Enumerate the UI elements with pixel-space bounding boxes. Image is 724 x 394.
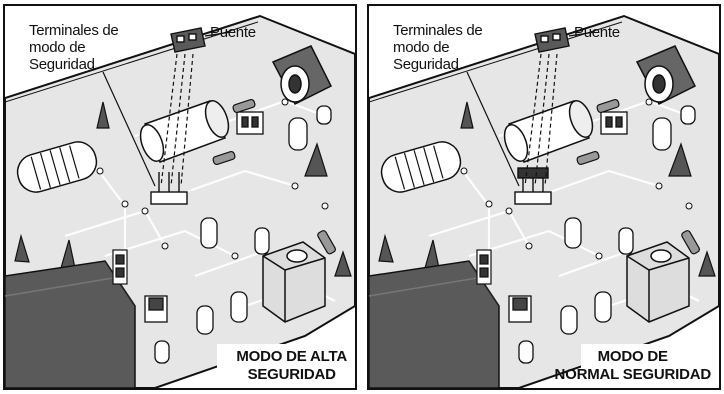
relay xyxy=(5,260,136,388)
guide-lines xyxy=(524,53,558,187)
board-jumper xyxy=(476,249,492,285)
small-capacitors xyxy=(154,105,332,364)
bridge-label: Puente xyxy=(574,24,620,41)
security-terminals xyxy=(514,167,552,205)
mode-label: MODO DE NORMAL SEGURIDAD xyxy=(554,348,711,383)
mode-label-background xyxy=(581,344,719,388)
small-resistors xyxy=(212,98,336,255)
security-terminals xyxy=(150,172,188,205)
security-terminals-label: Terminales de modo de Seguridad xyxy=(393,22,483,73)
relay xyxy=(369,260,500,388)
small-socket xyxy=(236,111,264,135)
small-capacitors xyxy=(518,105,696,364)
led-components xyxy=(14,101,352,277)
board-jumper xyxy=(112,249,128,285)
capacitor-large xyxy=(503,100,594,163)
bridge-jumper xyxy=(534,27,570,53)
buzzer xyxy=(262,241,326,323)
circuit-board-illustration xyxy=(369,14,719,388)
panel-high-security: Terminales de modo de Seguridad Puente M… xyxy=(3,4,357,390)
small-resistors xyxy=(576,98,700,255)
bridge-label: Puente xyxy=(210,24,256,41)
mode-label: MODO DE ALTA SEGURIDAD xyxy=(236,348,347,383)
bridge-jumper xyxy=(170,27,206,53)
mode-label-background xyxy=(217,344,355,388)
security-terminals-label: Terminales de modo de Seguridad xyxy=(29,22,119,73)
push-button xyxy=(144,295,168,323)
panel-normal-security: Terminales de modo de Seguridad Puente M… xyxy=(367,4,721,390)
led-components xyxy=(378,101,716,277)
buzzer xyxy=(626,241,690,323)
dc-jack xyxy=(635,45,697,105)
small-socket xyxy=(600,111,628,135)
circuit-board-illustration xyxy=(5,14,355,388)
resistor-left xyxy=(16,141,98,193)
guide-lines xyxy=(160,53,194,187)
push-button xyxy=(508,295,532,323)
capacitor-large xyxy=(139,100,230,163)
dc-jack xyxy=(271,45,333,105)
resistor-left xyxy=(380,141,462,193)
